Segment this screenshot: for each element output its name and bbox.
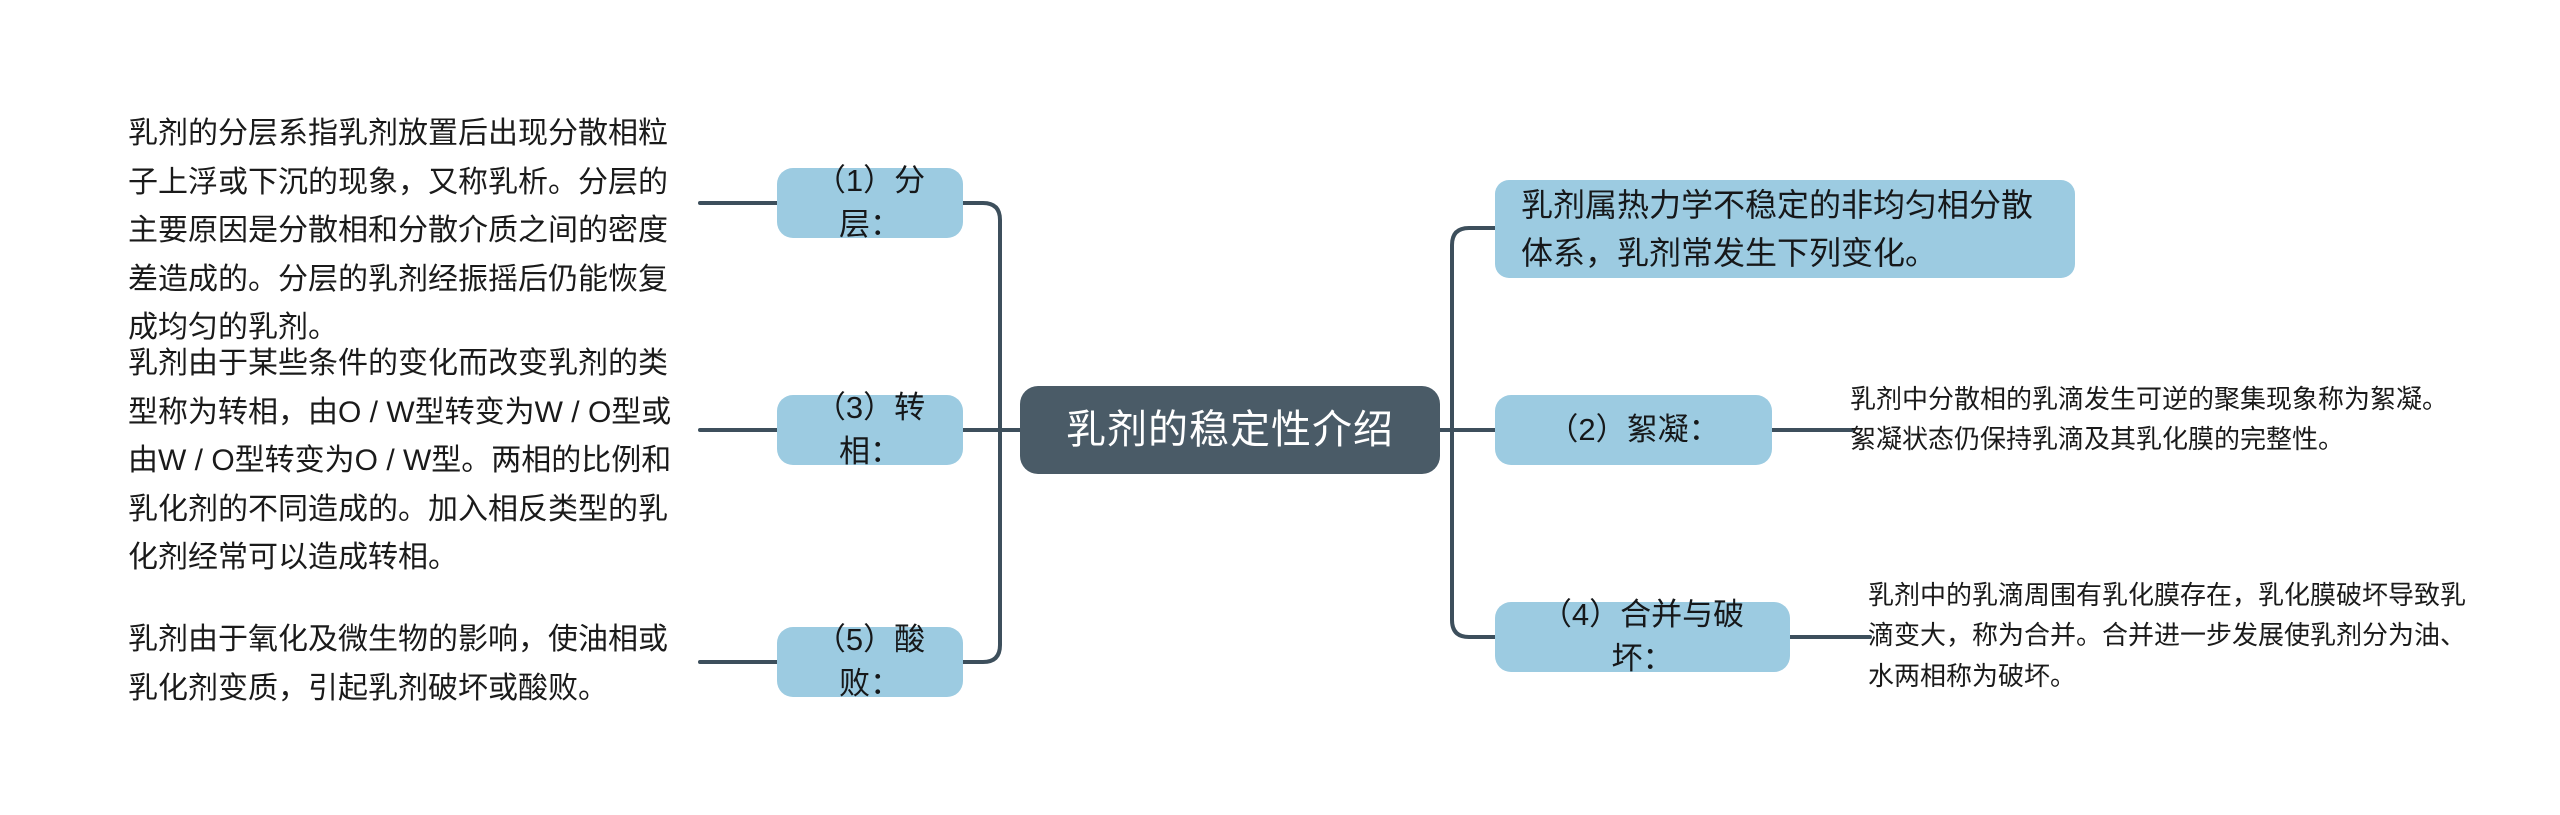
branch-node-intro[interactable]: 乳剂属热力学不稳定的非均匀相分散体系，乳剂常发生下列变化。 [1495, 180, 2075, 278]
detail-text-zhuanxiang: 乳剂由于某些条件的变化而改变乳剂的类型称为转相，由O / W型转变为W / O型… [128, 347, 672, 575]
branch-node-zhuanxiang[interactable]: （3）转相： [777, 390, 963, 469]
detail-text-fenceng: 乳剂的分层系指乳剂放置后出现分散相粒子上浮或下沉的现象，又称乳析。分层的主要原因… [128, 117, 668, 345]
root-node[interactable]: 乳剂的稳定性介绍 [1020, 386, 1440, 474]
branch-node-hebing-pohuai[interactable]: （4）合并与破坏： [1495, 597, 1790, 676]
branch-node-suanbai[interactable]: （5）酸败： [777, 622, 963, 701]
edge-left-spine-branch-5 [961, 428, 1002, 664]
branch-node-fenceng[interactable]: （1）分层： [777, 163, 963, 242]
edge-left-spine-branch-1 [961, 201, 1002, 432]
detail-text-xuning: 乳剂中分散相的乳滴发生可逆的聚集现象称为絮凝。絮凝状态仍保持乳滴及其乳化膜的完整… [1850, 384, 2449, 455]
detail-text-suanbai: 乳剂由于氧化及微生物的影响，使油相或乳化剂变质，引起乳剂破坏或酸败。 [128, 623, 668, 705]
branch-node-xuning[interactable]: （2）絮凝： [1495, 395, 1772, 465]
edge-right-spine-branch-4 [1450, 428, 1497, 639]
edge-right-spine-branch-a [1450, 226, 1497, 432]
detail-text-hebing-pohuai: 乳剂中的乳滴周围有乳化膜存在，乳化膜破坏导致乳滴变大，称为合并。合并进一步发展使… [1868, 580, 2467, 691]
